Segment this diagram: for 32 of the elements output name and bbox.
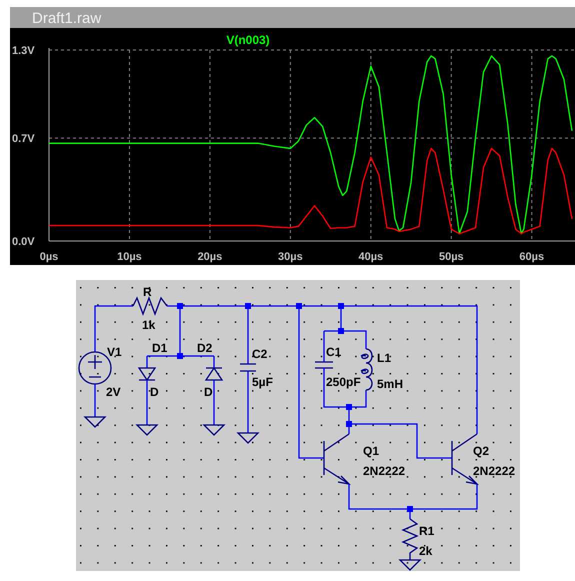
component-label: C2	[252, 347, 268, 361]
component-label: Q2	[473, 444, 490, 458]
axis-tick-label: 20µs	[198, 251, 222, 263]
window-title: Draft1.raw	[32, 10, 102, 27]
component-label: L1	[377, 351, 392, 365]
component-value: 5µF	[252, 375, 273, 389]
component-value: D	[150, 385, 159, 399]
component-value: D	[204, 385, 213, 399]
component-value: 2V	[106, 385, 121, 399]
axis-tick-label: 0.0V	[12, 236, 35, 248]
axis-tick-label: 60µs	[519, 251, 544, 263]
axis-tick-label: 0µs	[40, 251, 58, 263]
component-value: 1k	[142, 318, 156, 332]
axis-tick-label: 40µs	[358, 251, 384, 263]
component-value: 250pF	[326, 375, 361, 389]
component-label: D2	[197, 341, 212, 355]
component-value: 2N2222	[363, 464, 406, 478]
axis-tick-label: 0.7V	[12, 133, 35, 146]
axis-tick-label: 30µs	[278, 251, 303, 263]
component-label: C1	[326, 345, 342, 359]
axis-tick-label: 10µs	[117, 251, 142, 263]
trace-name: V(n003)	[226, 33, 270, 47]
component-value: 2k	[419, 544, 432, 558]
component-label: V1	[107, 345, 122, 359]
component-label: R1	[419, 524, 434, 538]
component-label: Q1	[363, 444, 380, 458]
component-value: 2N2222	[473, 464, 516, 478]
component-value: 5mH	[377, 377, 404, 391]
axis-tick-label: 50µs	[438, 251, 464, 263]
axis-tick-label: 1.3V	[12, 45, 35, 57]
component-label: D1	[152, 341, 168, 355]
component-label: R	[143, 285, 152, 299]
